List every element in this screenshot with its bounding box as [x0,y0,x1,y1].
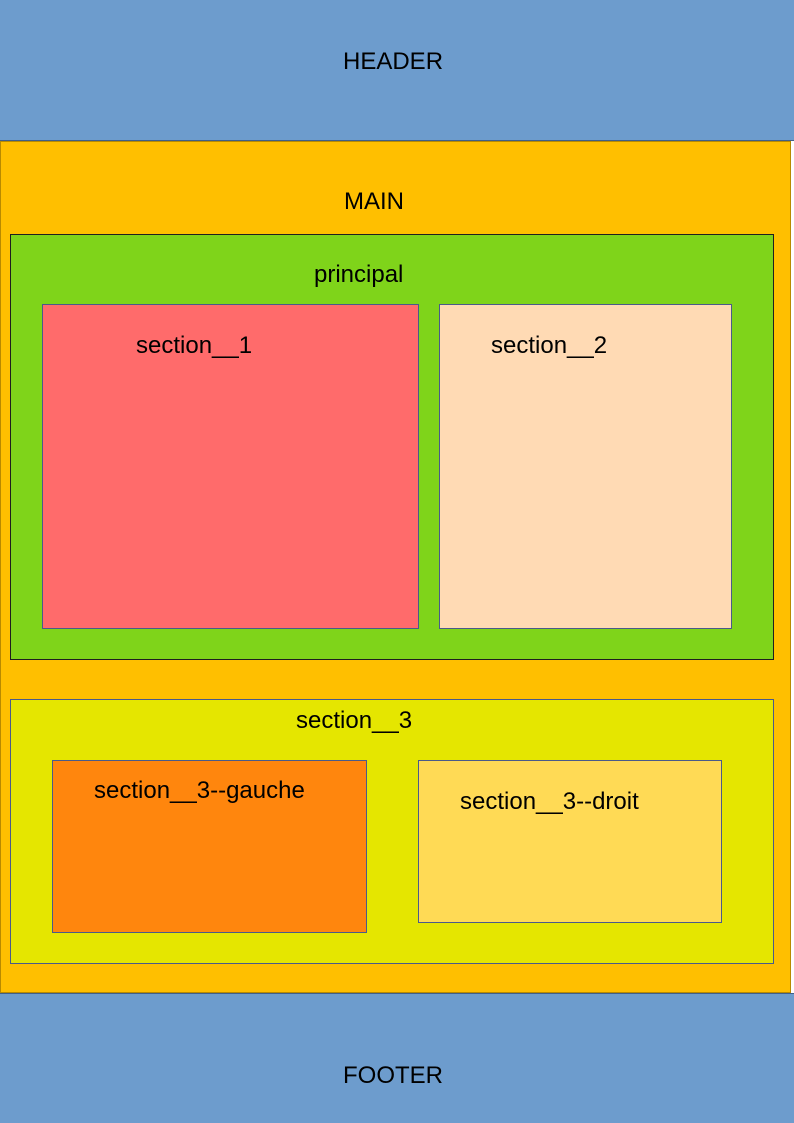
section-2-block: section__2 [439,304,732,629]
header-label: HEADER [343,48,444,75]
section-1-label: section__1 [136,332,253,359]
section-1-block: section__1 [42,304,419,629]
section-2-label: section__2 [491,332,608,359]
section-3-droit-label: section__3--droit [460,788,639,815]
section-3-droit-block: section__3--droit [418,760,722,923]
header-block: HEADER [0,0,794,141]
footer-block: FOOTER [0,993,794,1123]
section-3-label: section__3 [296,707,413,734]
section-3-gauche-label: section__3--gauche [94,777,305,804]
principal-label: principal [314,261,404,288]
main-label: MAIN [344,188,404,215]
footer-label: FOOTER [343,1062,443,1089]
section-3-gauche-block: section__3--gauche [52,760,367,933]
